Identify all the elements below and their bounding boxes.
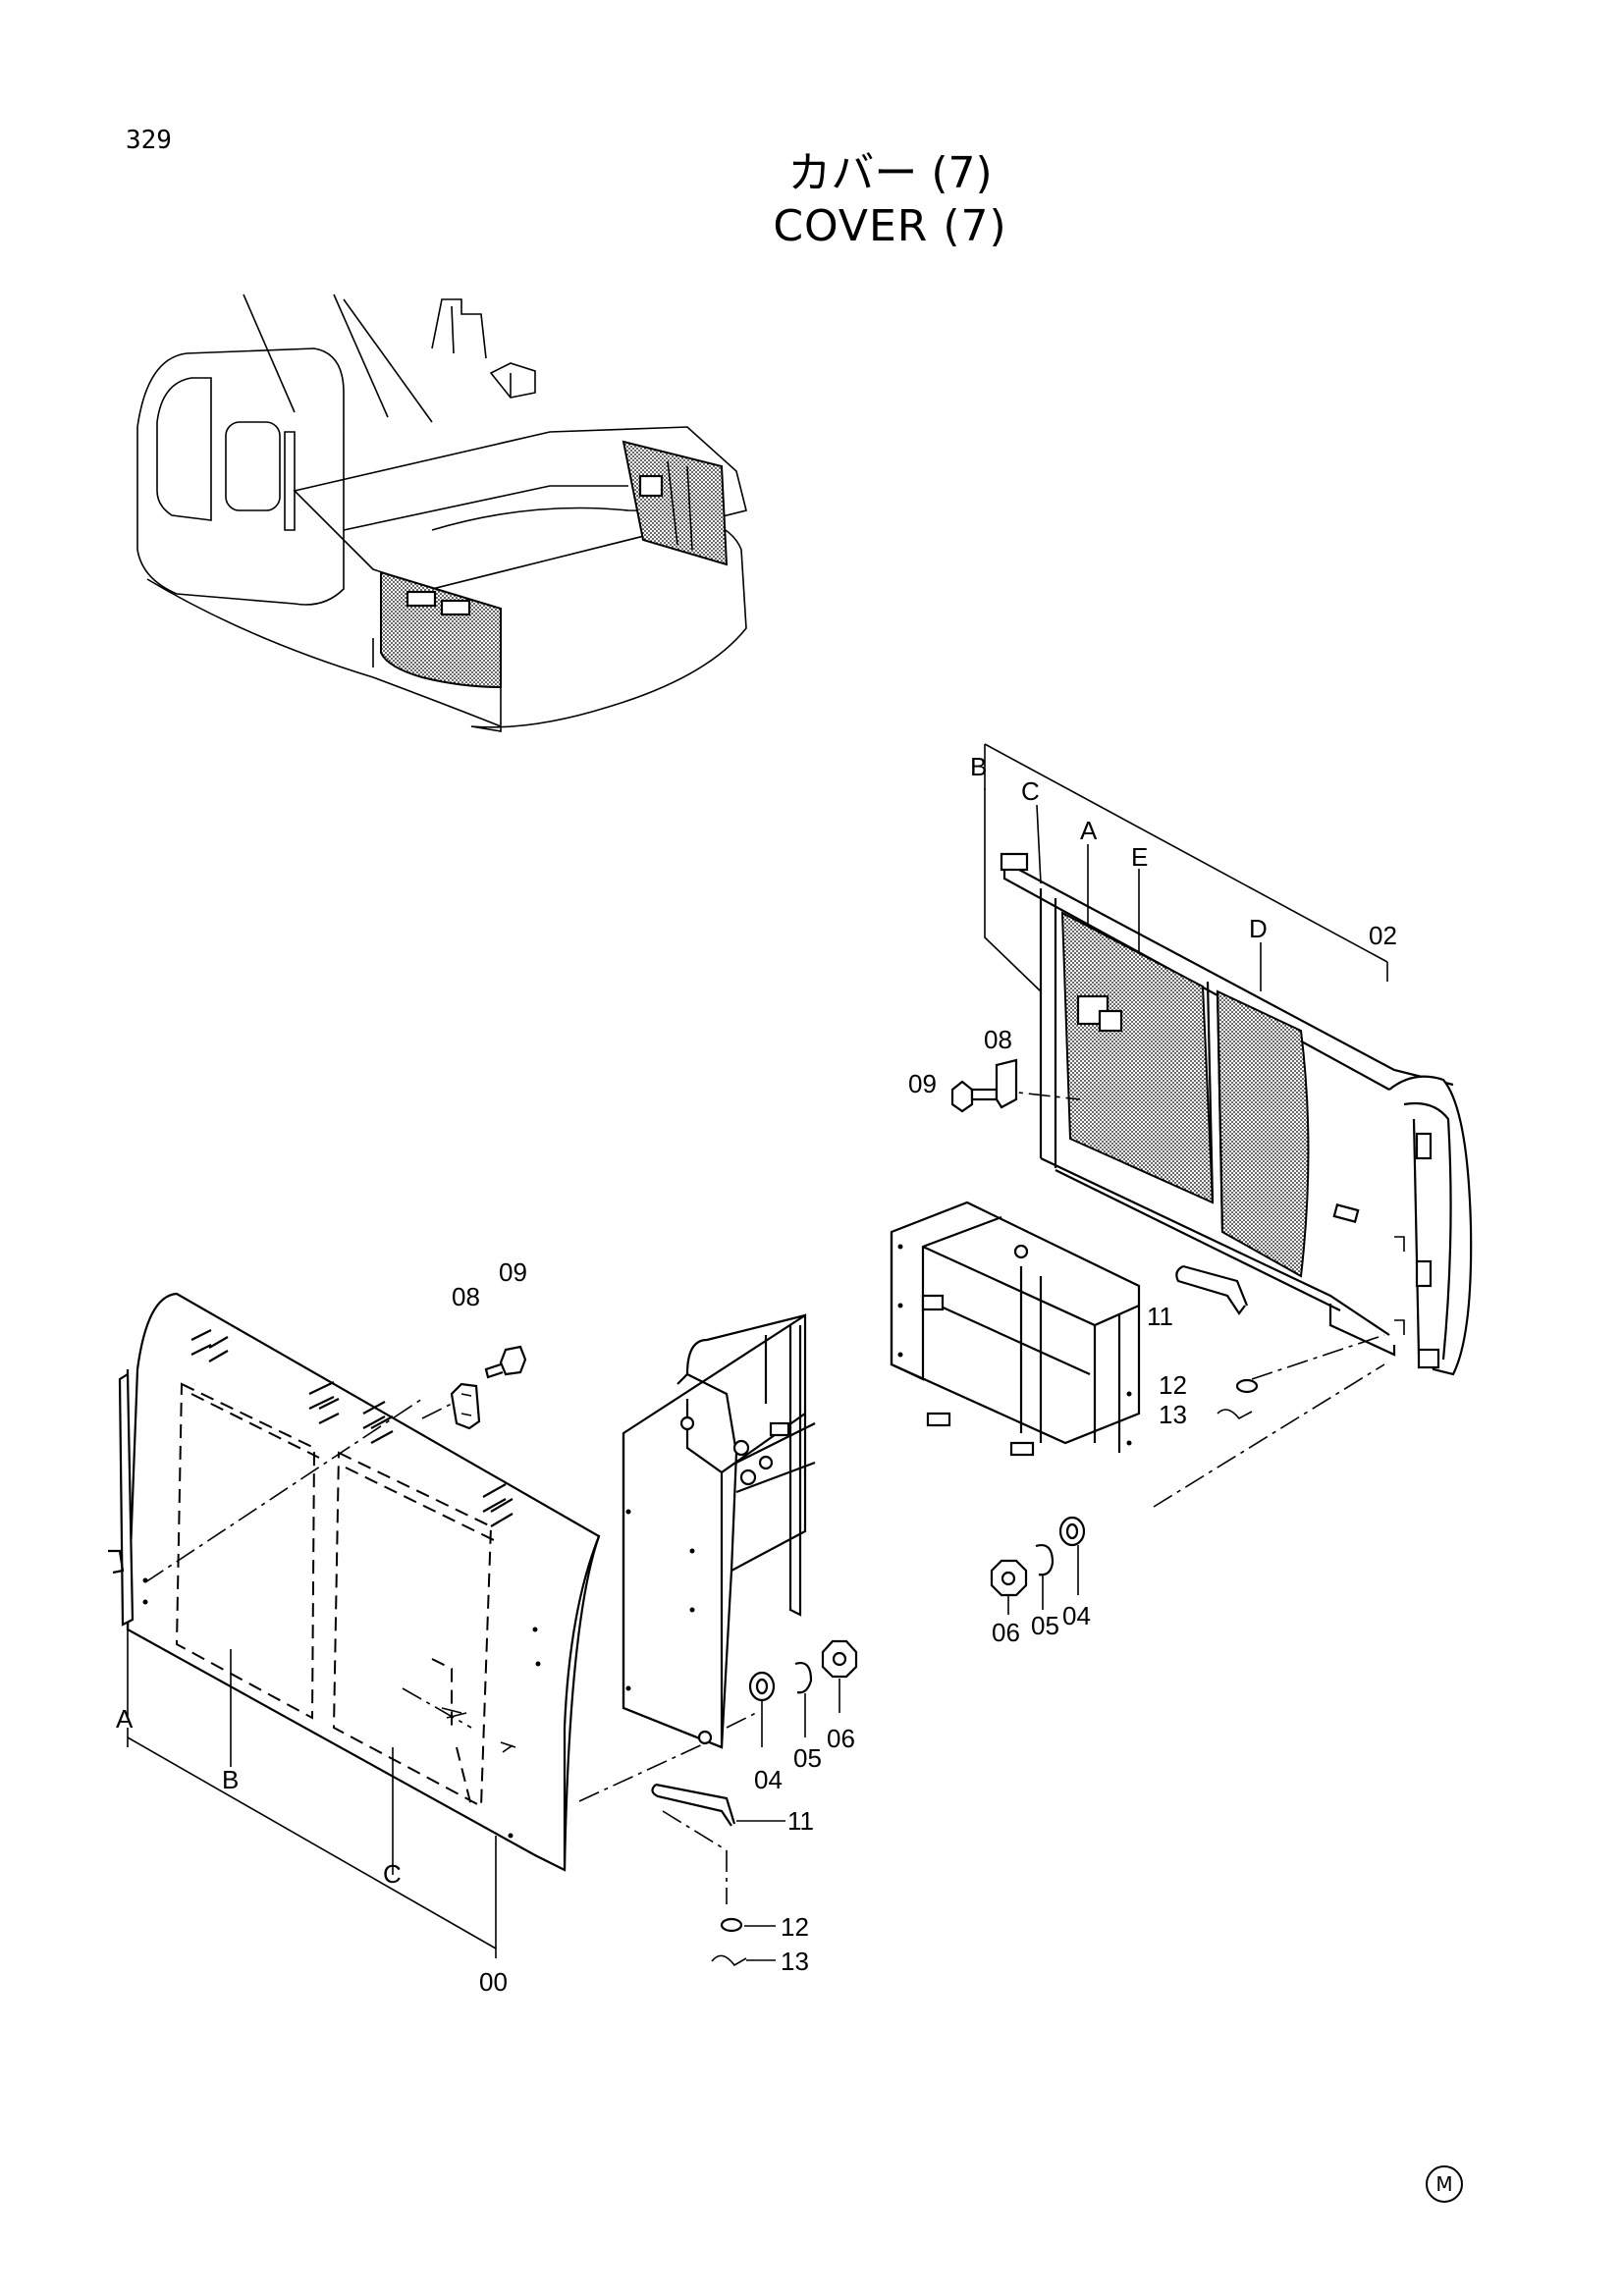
letter-a-left: A bbox=[116, 1704, 134, 1734]
title-english: COVER (7) bbox=[773, 201, 1007, 251]
manufacturer-mark: M bbox=[1426, 2165, 1463, 2203]
letter-e-right: E bbox=[1131, 842, 1148, 872]
callout-08-left: 08 bbox=[452, 1282, 480, 1311]
right-cover-assembly bbox=[984, 743, 1473, 1376]
callout-06-left: 06 bbox=[827, 1724, 855, 1753]
letter-c-left: C bbox=[383, 1859, 402, 1889]
callout-11-right: 11 bbox=[1147, 1302, 1173, 1331]
callout-02: 02 bbox=[1369, 921, 1397, 950]
callout-11-left: 11 bbox=[787, 1806, 814, 1836]
letter-d-right: D bbox=[1249, 914, 1268, 943]
letter-b-left: B bbox=[222, 1765, 239, 1794]
letter-c-right: C bbox=[1021, 776, 1040, 806]
left-dimension-lines bbox=[127, 1629, 785, 1961]
callout-13-left: 13 bbox=[781, 1947, 809, 1976]
callout-05-right: 05 bbox=[1031, 1611, 1059, 1640]
callout-06-right: 06 bbox=[992, 1618, 1020, 1647]
left-frame bbox=[578, 1312, 816, 1802]
title-japanese: カバー (7) bbox=[787, 148, 993, 198]
callout-00: 00 bbox=[479, 1967, 508, 1997]
right-small-parts bbox=[950, 1058, 1385, 1615]
callout-09-right: 09 bbox=[908, 1069, 937, 1098]
callout-13-right: 13 bbox=[1159, 1400, 1187, 1429]
left-small-parts bbox=[421, 1345, 858, 1967]
excavator-overview bbox=[136, 294, 747, 732]
callout-09-left: 09 bbox=[499, 1257, 527, 1287]
letter-a-right: A bbox=[1080, 816, 1098, 845]
callout-05-left: 05 bbox=[793, 1743, 822, 1773]
page-title: カバー (7) COVER (7) bbox=[0, 147, 1623, 253]
callout-04-right: 04 bbox=[1062, 1601, 1091, 1630]
callout-04-left: 04 bbox=[754, 1765, 783, 1794]
callout-12-right: 12 bbox=[1159, 1370, 1187, 1400]
callout-08-right: 08 bbox=[984, 1025, 1012, 1054]
right-frame bbox=[890, 1201, 1141, 1457]
callout-labels: B C A E D 02 08 09 11 12 13 06 05 04 08 … bbox=[116, 752, 1397, 1997]
callout-12-left: 12 bbox=[781, 1912, 809, 1942]
left-cover-assembly bbox=[108, 1292, 601, 1872]
page-number: 329 bbox=[126, 126, 172, 155]
letter-b-right: B bbox=[970, 752, 987, 781]
